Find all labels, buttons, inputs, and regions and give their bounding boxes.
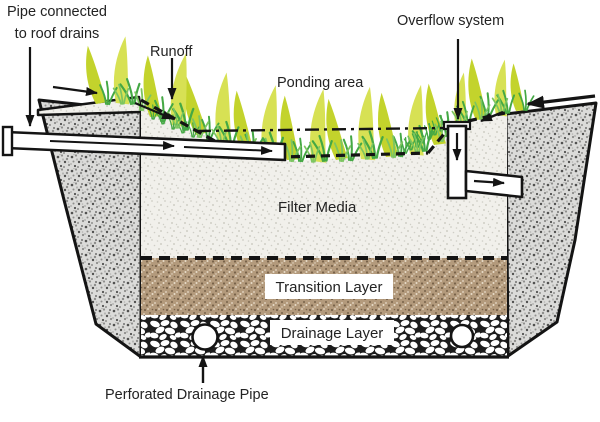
arrow-slope-runoff [134,101,174,121]
label-perforated-pipe: Perforated Drainage Pipe [105,387,269,403]
overflow-outlet-pipe [464,169,524,199]
drainage-label-box [270,320,394,345]
label-pipe-roof-line2: to roof drains [15,26,100,42]
right-soil-wall [504,101,598,358]
arrow-right-slope-inflow [480,110,504,123]
perforated-pipe-left [191,323,219,351]
inlet-flow-arrow-2 [183,146,273,155]
perforated-pipe-right [449,323,475,349]
filter-media-layer [141,100,507,258]
label-ponding-area: Ponding area [277,75,364,91]
label-filter-media: Filter Media [278,199,357,216]
overflow-flow-arrow-right [473,177,505,187]
label-runoff: Runoff [150,44,193,60]
label-drainage-layer: Drainage Layer [281,325,384,342]
inlet-pipe-cap [1,125,14,157]
overflow-pipes [442,120,524,200]
transition-label-box [265,274,393,299]
arrow-inflow-top-left [52,85,98,96]
inlet-flow-arrow-1 [49,140,175,151]
arrow-right-inflow [526,94,596,109]
label-transition-layer: Transition Layer [276,279,383,296]
label-pipe-roof-line1: Pipe connected [7,4,107,20]
label-overflow-system: Overflow system [397,13,504,29]
overflow-riser-pipe [446,124,468,200]
inlet-pipe [1,125,287,162]
